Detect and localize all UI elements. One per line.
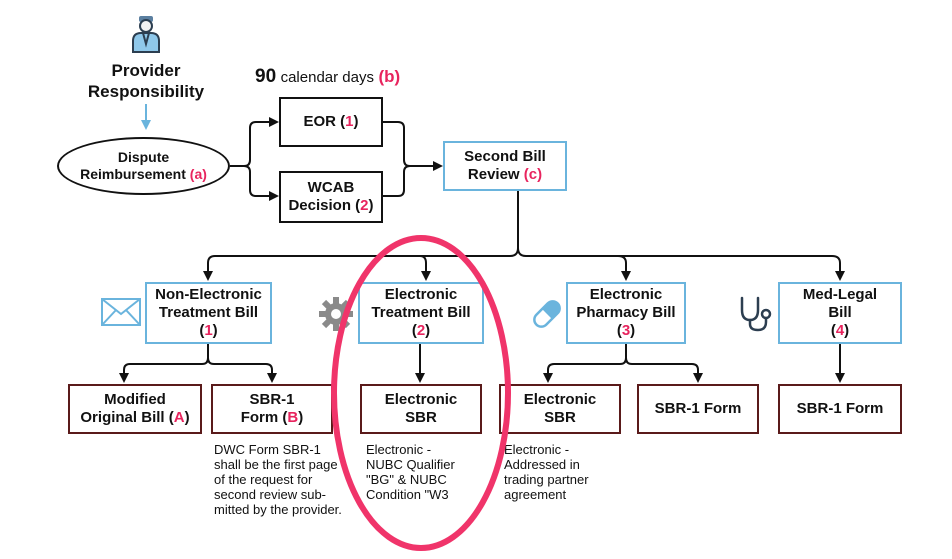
electronic-sbr-pharmacy-node: Electronic SBR	[499, 384, 621, 434]
eor-node: EOR (1)	[279, 97, 383, 147]
note-etb-line: Condition "W3	[366, 487, 449, 502]
sbr1-form-b-node: SBR-1 Form (B)	[211, 384, 333, 434]
highlight-ellipse	[331, 235, 511, 551]
bill4-ref-open: (	[830, 322, 836, 339]
modified-line1: Modified	[104, 391, 166, 408]
esbr3-line2: SBR	[544, 409, 576, 426]
days-text: calendar days	[280, 69, 374, 86]
wcab-line1: WCAB	[307, 179, 355, 196]
note-etb-line: "BG" & NUBC	[366, 472, 447, 487]
modified-ref: A	[173, 409, 185, 426]
pill-icon	[533, 300, 561, 328]
wcab-ref-open: (	[355, 197, 361, 214]
bill4-ref-close: )	[844, 322, 850, 339]
note-epb-line: Addressed in	[504, 457, 580, 472]
note-epb-line: Electronic -	[504, 442, 570, 457]
eor-ref-open: (	[340, 113, 346, 130]
modified-ref-open: (	[168, 409, 174, 426]
note-sbr1-line: second review sub-	[214, 487, 326, 502]
bill2-ref-open: (	[411, 322, 417, 339]
note-electronic-treatment: Electronic - NUBC Qualifier "BG" & NUBC …	[366, 442, 486, 502]
wcab-ref-close: )	[368, 197, 374, 214]
dispute-ref: (a)	[189, 166, 207, 182]
sbr1b-ref-close: )	[298, 409, 304, 426]
person-icon	[132, 16, 160, 53]
bill1-line1: Non-Electronic	[155, 286, 262, 303]
wcab-line2: Decision	[288, 197, 351, 214]
provider-line2: Responsibility	[87, 82, 205, 101]
note-sbr1-line: of the request for	[214, 472, 313, 487]
dispute-reimbursement-node: Dispute Reimbursement (a)	[57, 137, 230, 195]
bill2-line1: Electronic	[384, 286, 458, 303]
days-number: 90	[255, 66, 277, 87]
review-line1: Second Bill	[464, 148, 546, 165]
note-etb-line: Electronic -	[366, 442, 432, 457]
note-sbr1-line: shall be the first page	[214, 457, 338, 472]
note-epb-line: trading partner	[504, 472, 589, 487]
modified-line2: Original Bill	[80, 409, 165, 426]
electronic-sbr-treatment-node: Electronic SBR	[360, 384, 482, 434]
eor-label: EOR	[303, 113, 336, 130]
wcab-ref: 2	[360, 197, 369, 214]
bill3-ref-close: )	[630, 322, 636, 339]
provider-title: Provider Responsibility	[70, 60, 222, 102]
stethoscope-icon	[740, 296, 772, 332]
bill1-ref-open: (	[199, 322, 205, 339]
bill-electronic-pharmacy-node: Electronic Pharmacy Bill (3)	[566, 282, 686, 344]
days-ref: (b)	[378, 67, 401, 86]
sbr1-med-legal-label: SBR-1 Form	[796, 400, 884, 417]
bill4-line2: Bill	[828, 304, 852, 321]
provider-line1: Provider	[111, 61, 181, 80]
sbr1-form-med-legal-node: SBR-1 Form	[778, 384, 902, 434]
note-sbr1-line: mitted by the provider.	[214, 502, 342, 517]
modified-ref-close: )	[184, 409, 190, 426]
note-electronic-pharmacy: Electronic - Addressed in trading partne…	[504, 442, 624, 502]
eor-ref: 1	[345, 113, 354, 130]
sbr1b-line2: Form	[240, 409, 279, 426]
bill3-line2: Pharmacy Bill	[576, 304, 676, 321]
dispute-line2: Reimbursement	[80, 166, 186, 182]
bill1-ref-close: )	[212, 322, 218, 339]
bill1-ref: 1	[204, 322, 213, 339]
bill-med-legal-node: Med-Legal Bill (4)	[778, 282, 902, 344]
bill4-ref: 4	[835, 322, 845, 339]
esbr2-line2: SBR	[405, 409, 437, 426]
bill1-line2: Treatment Bill	[158, 304, 259, 321]
bill-non-electronic-node: Non-Electronic Treatment Bill (1)	[145, 282, 272, 344]
bill2-ref-close: )	[425, 322, 431, 339]
esbr2-line1: Electronic	[384, 391, 458, 408]
note-etb-line: NUBC Qualifier	[366, 457, 455, 472]
note-sbr1-line: DWC Form SBR-1	[214, 442, 321, 457]
deadline-label: 90 calendar days (b)	[255, 66, 425, 88]
esbr3-line1: Electronic	[523, 391, 597, 408]
modified-original-bill-node: Modified Original Bill (A)	[68, 384, 202, 434]
sbr1b-ref-open: (	[282, 409, 288, 426]
bill3-line1: Electronic	[589, 286, 663, 303]
wcab-decision-node: WCAB Decision (2)	[279, 171, 383, 223]
bill4-line1: Med-Legal	[802, 286, 878, 303]
eor-ref-close: )	[353, 113, 359, 130]
bill3-ref: 3	[621, 322, 631, 339]
dispute-line1: Dispute	[117, 149, 170, 165]
second-bill-review-node: Second Bill Review (c)	[443, 141, 567, 191]
bill2-ref: 2	[416, 322, 426, 339]
sbr1b-line1: SBR-1	[249, 391, 295, 408]
note-sbr1-form: DWC Form SBR-1 shall be the first page o…	[214, 442, 364, 517]
envelope-icon	[101, 298, 141, 326]
bill2-line2: Treatment Bill	[371, 304, 471, 321]
sbr1b-ref: B	[287, 409, 299, 426]
sbr1-form-pharmacy-node: SBR-1 Form	[637, 384, 759, 434]
note-epb-line: agreement	[504, 487, 567, 502]
sbr1-pharmacy-label: SBR-1 Form	[654, 400, 742, 417]
review-line2: Review	[467, 166, 520, 183]
bill3-ref-open: (	[616, 322, 622, 339]
review-ref: (c)	[523, 166, 543, 183]
bill-electronic-treatment-node: Electronic Treatment Bill (2)	[358, 282, 484, 344]
